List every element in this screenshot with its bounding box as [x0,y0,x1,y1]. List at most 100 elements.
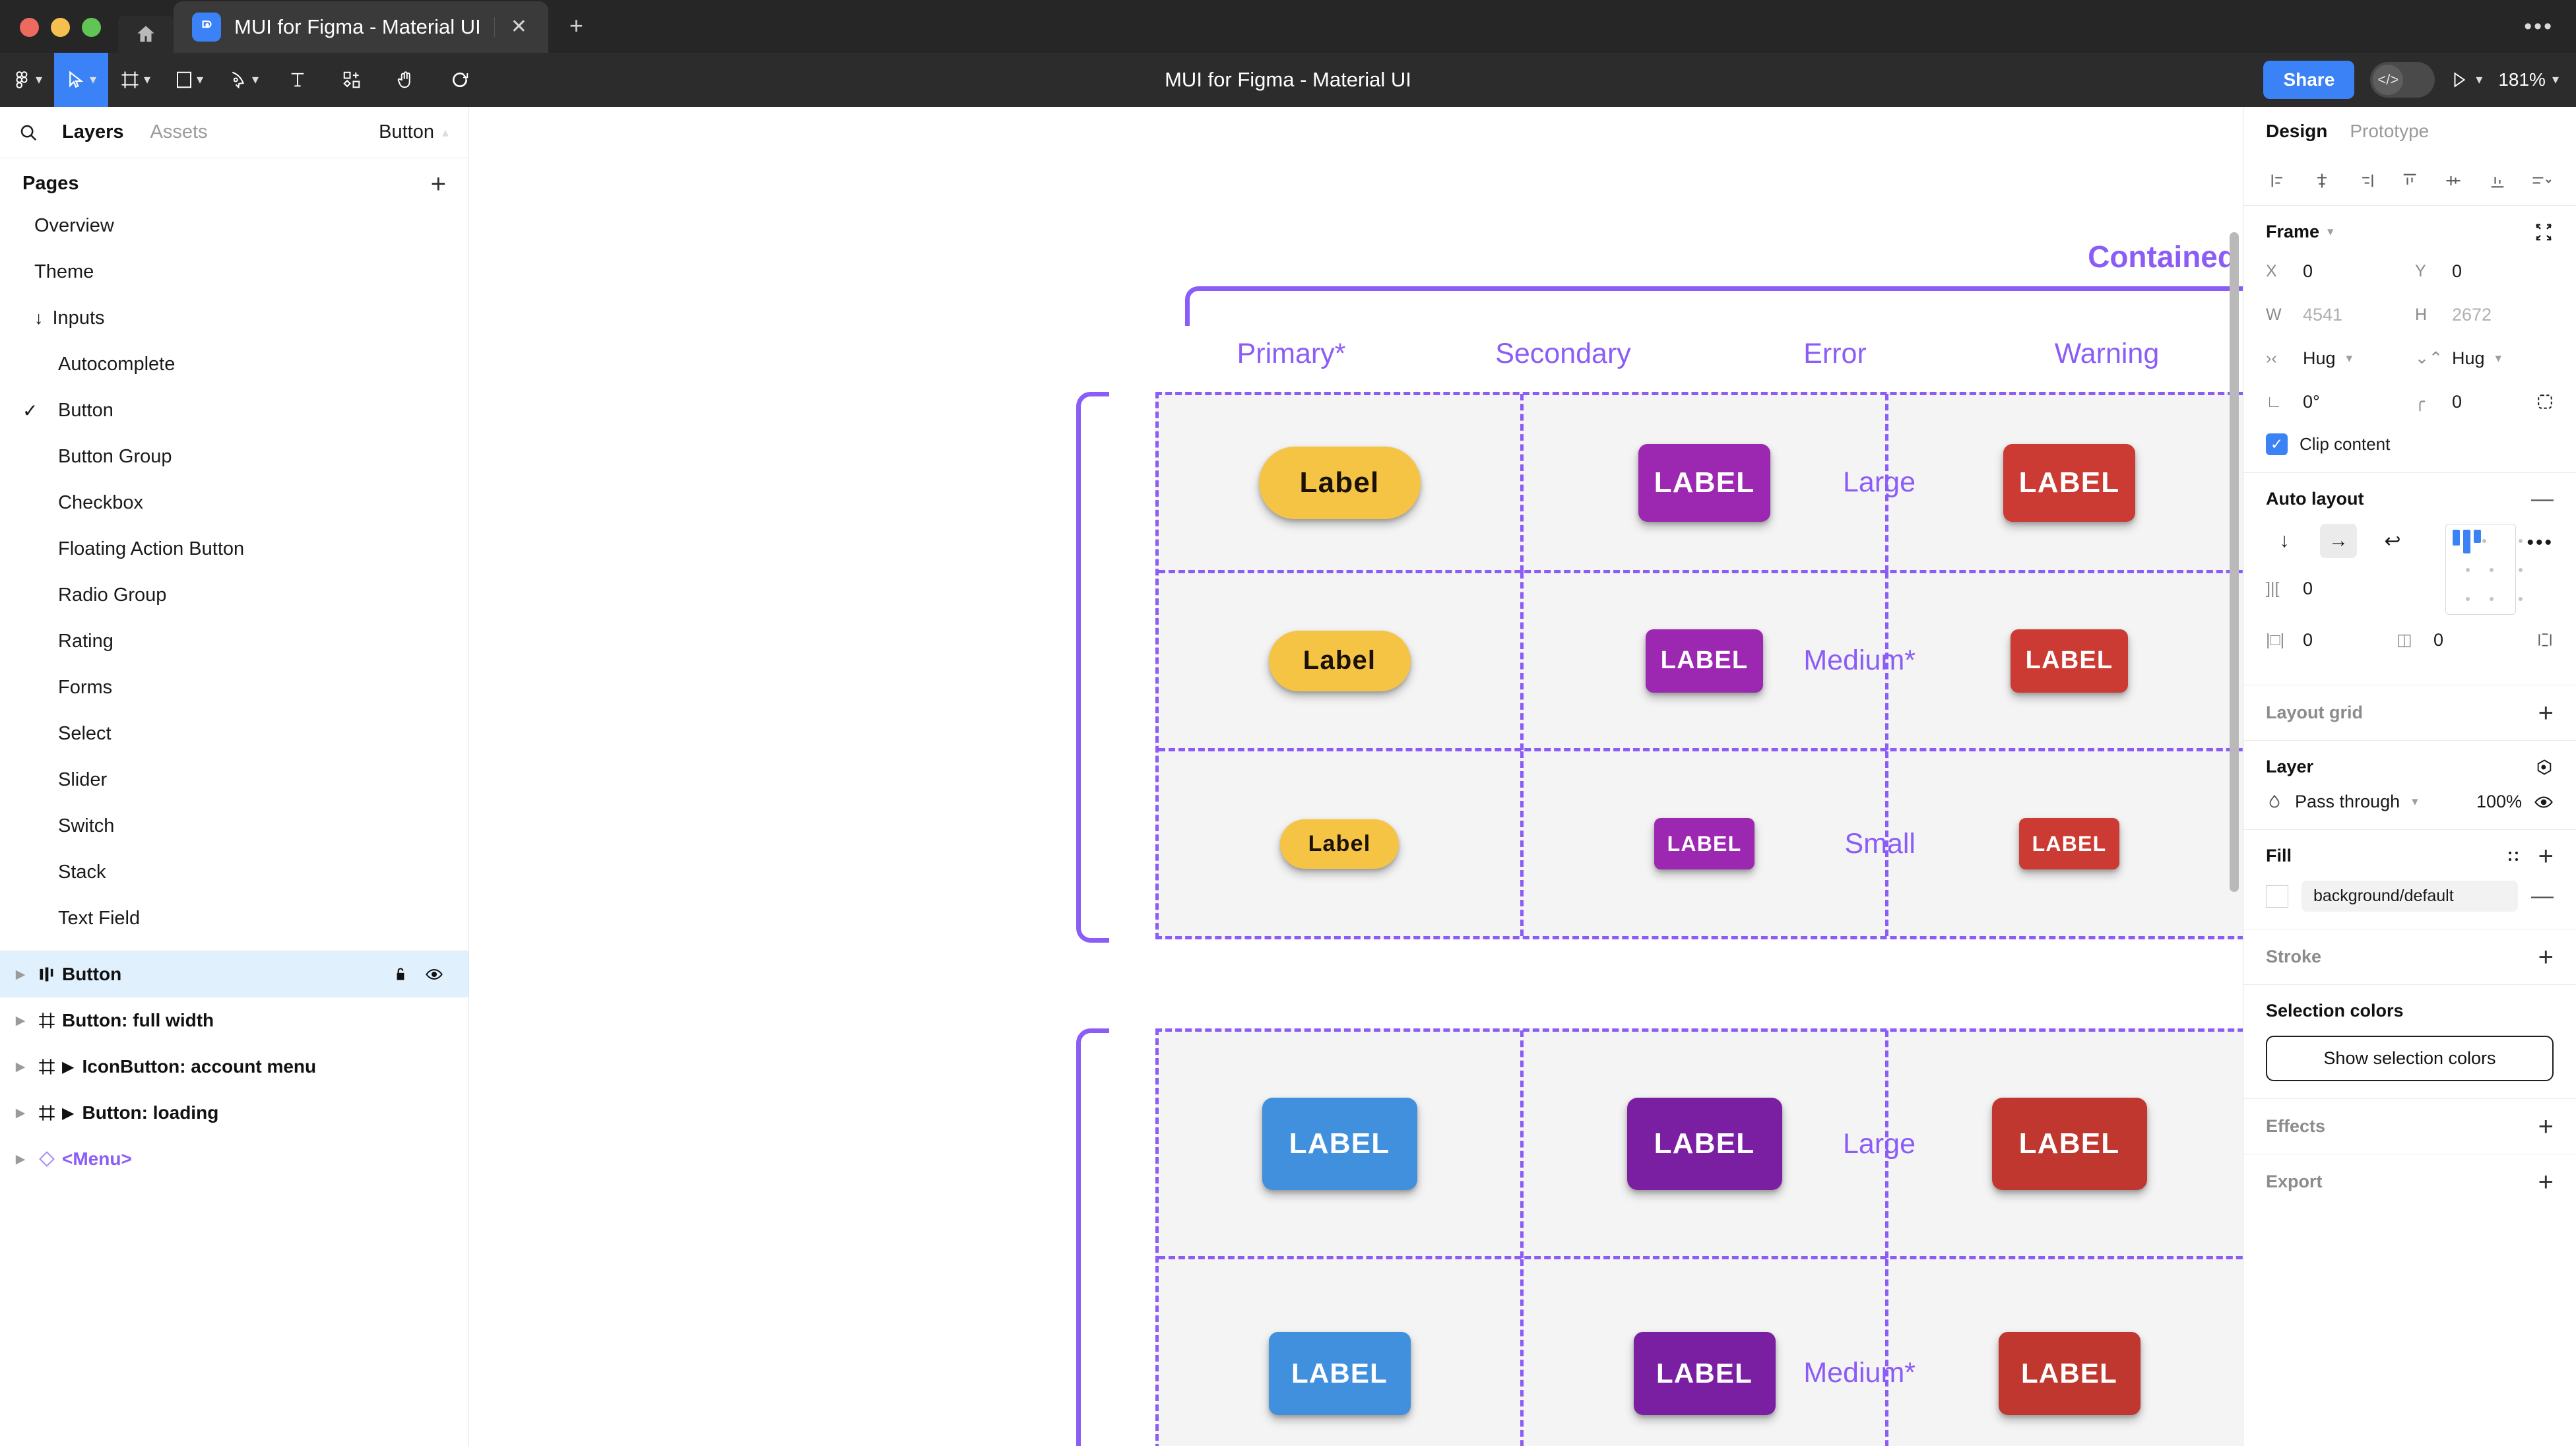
page-item-floating-action-button[interactable]: Floating Action Button [0,526,468,572]
horizontal-padding-property[interactable]: |□| 0 [2266,625,2378,654]
shape-tool-icon[interactable]: ▾ [162,53,216,107]
vertical-padding-property[interactable]: ◫ 0 [2397,625,2509,654]
new-tab-button[interactable]: + [569,12,583,39]
advanced-layout-icon[interactable] [2536,631,2554,648]
align-top-icon[interactable] [2388,172,2431,190]
page-item-switch[interactable]: Switch [0,803,468,849]
page-item-stack[interactable]: Stack [0,849,468,895]
minimize-window-button[interactable] [51,18,70,37]
auto-layout-more-button[interactable]: ••• [2527,532,2554,553]
material-button[interactable]: LABEL [2019,818,2119,869]
canvas-scrollbar[interactable] [2230,232,2239,892]
direction-horizontal-icon[interactable]: → [2320,524,2357,558]
layer-row[interactable]: ▶<Menu> [0,1136,468,1182]
page-item-rating[interactable]: Rating [0,618,468,664]
page-item-inputs[interactable]: ↓Inputs [0,295,468,341]
independent-corners-icon[interactable] [2536,393,2554,410]
material-button[interactable]: LABEL [2003,443,2135,522]
chevron-down-icon[interactable]: ▾ [2476,73,2483,87]
page-item-forms[interactable]: Forms [0,664,468,710]
eye-icon[interactable] [2534,792,2554,812]
unlock-icon[interactable] [392,966,409,983]
add-export-button[interactable]: + [2538,1167,2554,1197]
tab-design[interactable]: Design [2266,121,2328,141]
material-button[interactable]: LABEL [1998,1331,2141,1415]
alignment-pad[interactable] [2445,524,2523,615]
close-icon[interactable]: ✕ [494,17,534,37]
material-button[interactable]: LABEL [1262,1098,1417,1190]
material-button[interactable]: Label [1268,630,1411,691]
layer-row[interactable]: ▶Button [0,951,468,997]
tab-prototype[interactable]: Prototype [2350,121,2430,141]
disclosure-triangle-icon[interactable]: ▶ [15,1059,26,1074]
page-item-select[interactable]: Select [0,710,468,757]
y-property[interactable]: Y 0 [2415,257,2554,286]
width-property[interactable]: W 4541 [2266,300,2404,329]
align-bottom-icon[interactable] [2475,172,2519,190]
remove-fill-button[interactable]: — [2531,883,2554,909]
add-fill-button[interactable]: + [2538,841,2554,871]
layer-row[interactable]: ▶Button: full width [0,997,468,1044]
corner-radius-property[interactable]: ╭ 0 [2415,387,2554,416]
height-property[interactable]: H 2672 [2415,300,2554,329]
disclosure-triangle-icon[interactable]: ▶ [15,1106,26,1120]
frame-tool-icon[interactable]: ▾ [108,53,162,107]
eye-icon[interactable] [425,965,443,984]
tab-assets[interactable]: Assets [150,121,208,142]
layer-style-icon[interactable] [2535,758,2554,776]
chevron-down-icon[interactable]: ▾ [2495,351,2502,365]
direction-wrap-icon[interactable]: ↩ [2384,530,2401,552]
maximize-window-button[interactable] [82,18,101,37]
show-selection-colors-button[interactable]: Show selection colors [2266,1036,2554,1081]
material-button[interactable]: LABEL [1991,1098,2147,1190]
chevron-down-icon[interactable]: ▾ [89,73,97,87]
blend-mode-value[interactable]: Pass through [2295,792,2400,811]
disclosure-triangle-icon[interactable]: ▶ [15,1013,26,1028]
dev-mode-toggle[interactable]: </> [2370,62,2435,98]
resources-tool-icon[interactable] [325,53,379,107]
present-button[interactable]: ▾ [2451,71,2482,89]
chevron-down-icon[interactable]: ▾ [2346,351,2353,365]
material-button[interactable]: LABEL [1633,1331,1776,1415]
add-layout-grid-button[interactable]: + [2538,698,2554,728]
gap-property[interactable]: ]|[ 0 [2266,574,2411,603]
fill-token-chip[interactable]: background/default [2302,881,2518,912]
material-button[interactable]: Label [1280,819,1399,869]
add-stroke-button[interactable]: + [2538,942,2554,972]
browser-tab[interactable]: MUI for Figma - Material UI ✕ [174,1,548,53]
material-button[interactable]: LABEL [2011,629,2128,693]
vertical-resizing-property[interactable]: ⌄⌃ Hug ▾ [2415,344,2554,373]
page-dropdown[interactable]: Button ▴ [379,121,449,143]
material-button[interactable]: Label [1258,446,1421,519]
align-horizontal-center-icon[interactable] [2300,172,2344,190]
page-item-autocomplete[interactable]: Autocomplete [0,341,468,387]
page-item-checkbox[interactable]: Checkbox [0,480,468,526]
share-button[interactable]: Share [2263,61,2355,99]
align-left-icon[interactable] [2257,172,2300,190]
fill-color-swatch[interactable] [2266,885,2288,908]
disclosure-triangle-icon[interactable]: ▶ [15,967,26,982]
layer-row[interactable]: ▶▶Button: loading [0,1090,468,1136]
chevron-down-icon[interactable]: ▾ [35,73,43,87]
remove-auto-layout-button[interactable]: — [2531,486,2554,512]
page-item-slider[interactable]: Slider [0,757,468,803]
direction-vertical-icon[interactable]: ↓ [2279,530,2290,551]
button-grid-frame[interactable]: LargeLABELLABELLABELLABELMedium*LABELLAB… [1155,1028,2243,1446]
chevron-down-icon[interactable]: ▾ [143,73,151,87]
collapse-icon[interactable] [2534,222,2554,242]
material-button[interactable]: LABEL [1654,818,1755,869]
material-button[interactable]: LABEL [1268,1331,1411,1415]
material-button[interactable]: LABEL [1626,1098,1782,1190]
horizontal-resizing-property[interactable]: ›‹ Hug ▾ [2266,344,2404,373]
page-item-overview[interactable]: Overview [0,203,468,249]
page-item-button-group[interactable]: Button Group [0,433,468,480]
figma-menu-icon[interactable]: ▾ [0,53,54,107]
rotation-property[interactable]: ∟ 0° [2266,387,2404,416]
home-icon[interactable] [118,16,174,53]
layer-row[interactable]: ▶▶IconButton: account menu [0,1044,468,1090]
search-icon[interactable] [18,123,38,142]
frame-name-contained[interactable]: Contained [2088,239,2236,274]
close-window-button[interactable] [20,18,39,37]
clip-content-row[interactable]: ✓ Clip content [2266,433,2554,455]
